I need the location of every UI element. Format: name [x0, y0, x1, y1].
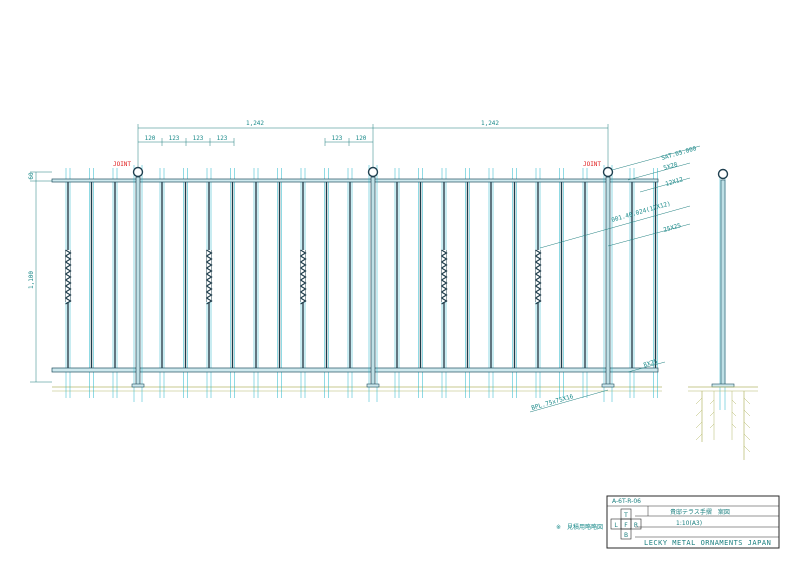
joint-label: JOINT — [113, 161, 131, 168]
drawing-number: A-6T-R-06 — [612, 498, 641, 505]
joint-label: JOINT — [583, 161, 601, 168]
cap-annotation: 5X28 — [663, 161, 679, 172]
span-left-dimension: 1,242 — [246, 120, 264, 127]
height-dimension: 60 1,100 — [28, 171, 52, 383]
post-ball — [132, 166, 144, 178]
base-plate — [366, 383, 380, 388]
post-ball — [602, 166, 614, 178]
rails — [51, 178, 659, 373]
logo-letter: R — [634, 522, 638, 529]
twisted-bar-annotation: 001.40.024(12X12) — [611, 200, 672, 224]
top-dimension-chain: 1,242 1,242 120 123 123 123 123 120 — [137, 120, 609, 170]
twisted-bar — [300, 249, 307, 305]
total-height-dimension: 1,100 — [28, 271, 35, 289]
pitch-dimension: 123 — [193, 135, 204, 142]
company-logo: T L F R B — [610, 508, 642, 540]
logo-letter: T — [623, 512, 628, 519]
project-title: 貴邸テラス手摺 案図 — [670, 508, 730, 516]
drawing-scale: 1:10(A3) — [676, 520, 702, 527]
company-name: LECKY METAL ORNAMENTS JAPAN — [644, 539, 771, 547]
logo-letter: F — [624, 522, 628, 529]
base-plate-annotation: BPL.75x75X16 — [531, 393, 575, 412]
title-block: A-6T-R-06 貴邸テラス手摺 案図 1:10(A3) T L F R B … — [606, 495, 780, 549]
base-plate — [601, 383, 615, 388]
logo-letter: B — [624, 532, 628, 539]
top-gap-dimension: 60 — [28, 172, 35, 180]
pitch-dimension: 123 — [169, 135, 180, 142]
bottom-rail — [51, 367, 659, 373]
baluster-group — [65, 168, 658, 398]
top-rail — [51, 178, 659, 183]
side-view — [688, 168, 758, 460]
estimate-note: ※ 見積用略略図 — [556, 523, 603, 531]
top-rail-annotation: 12X12 — [665, 176, 685, 188]
bottom-rail-annotation: 8X25 — [643, 358, 659, 369]
span-right-dimension: 1,242 — [481, 120, 499, 127]
post — [135, 176, 141, 386]
post — [370, 176, 376, 386]
ground-line — [52, 386, 662, 392]
pitch-dimension: 123 — [332, 135, 343, 142]
post — [605, 176, 611, 386]
pitch-dimension: 120 — [356, 135, 367, 142]
ball-annotation: SAT.05.000 — [661, 145, 698, 162]
twisted-bar — [535, 249, 542, 305]
post-annotation: 25X25 — [663, 222, 683, 234]
side-ball — [717, 168, 729, 180]
base-plate — [131, 383, 145, 388]
twisted-bar — [65, 249, 72, 305]
twisted-bar — [206, 249, 213, 305]
pitch-dimension: 123 — [217, 135, 228, 142]
logo-letter: L — [614, 522, 618, 529]
post-group — [131, 165, 615, 402]
twisted-bar — [441, 249, 448, 305]
pitch-dimension: 120 — [145, 135, 156, 142]
post-ball — [367, 166, 379, 178]
twisted-bar-group — [65, 249, 542, 305]
